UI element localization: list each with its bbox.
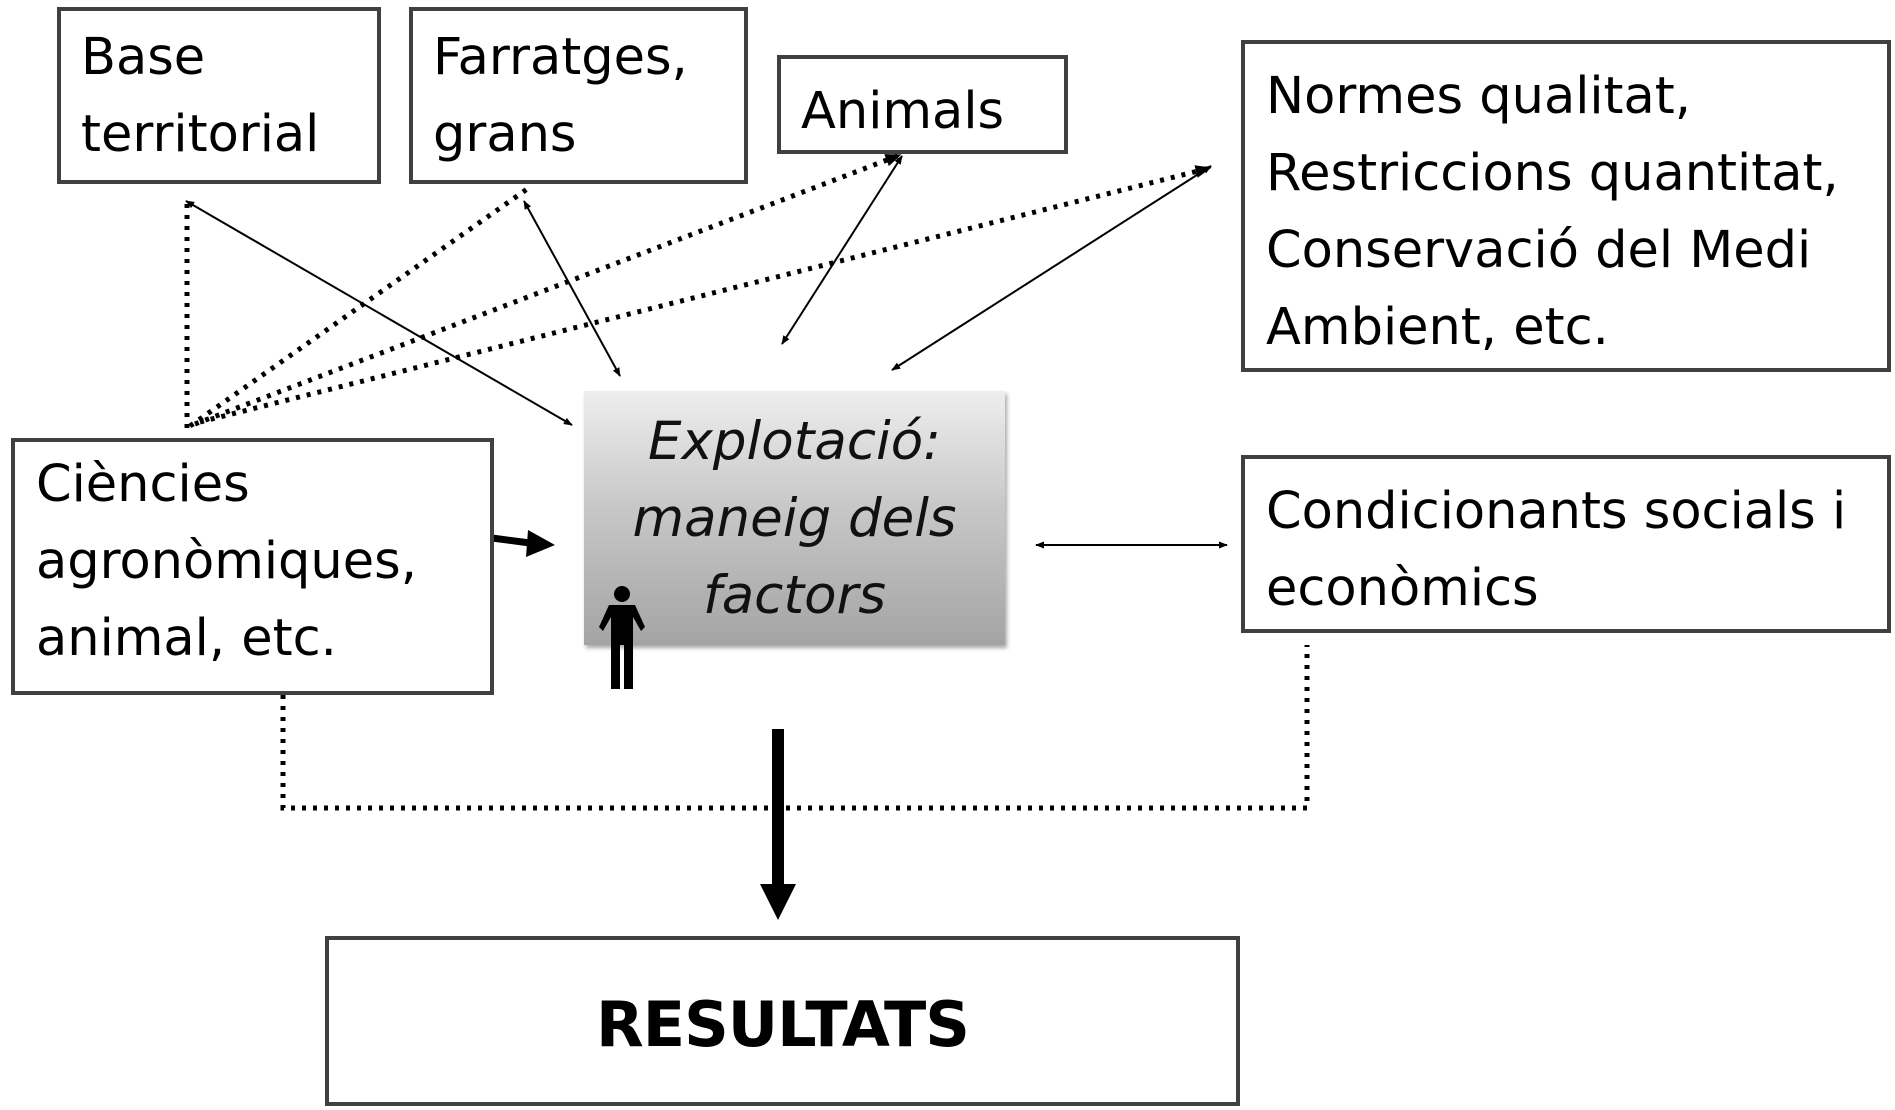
explotacio-box: Explotació: maneig dels factors <box>584 391 1005 645</box>
thin-arrows <box>185 155 1228 549</box>
condicionants-box: Condicionants socials i econòmics <box>1241 455 1891 633</box>
arrowhead-ciencies-explotacio <box>526 530 555 557</box>
ciencies-box: Ciències agronòmiques, animal, etc. <box>11 438 494 695</box>
arrow-base-explotacio <box>185 200 573 426</box>
base-territorial-box: Base territorial <box>57 7 381 184</box>
person-icon <box>599 586 645 689</box>
arrow-animals-explotacio <box>781 155 903 345</box>
dotted-ciencies-to-condicionants <box>280 645 1310 811</box>
animals-box: Animals <box>777 55 1068 154</box>
farratges-grans-box: Farratges, grans <box>409 7 748 184</box>
arrowhead-explotacio-resultats <box>760 884 796 920</box>
resultats-box: RESULTATS <box>325 936 1240 1106</box>
arrow-farratges-explotacio <box>523 200 621 377</box>
dotted-ciencies-to-animals <box>194 152 902 427</box>
normes-box: Normes qualitat, Restriccions quantitat,… <box>1241 40 1891 372</box>
dotted-ciencies-to-normes <box>199 165 1212 425</box>
dotted-ciencies-to-farratges <box>188 184 532 429</box>
arrow-ciencies-explotacio <box>491 534 531 547</box>
arrow-normes-explotacio <box>891 165 1212 371</box>
